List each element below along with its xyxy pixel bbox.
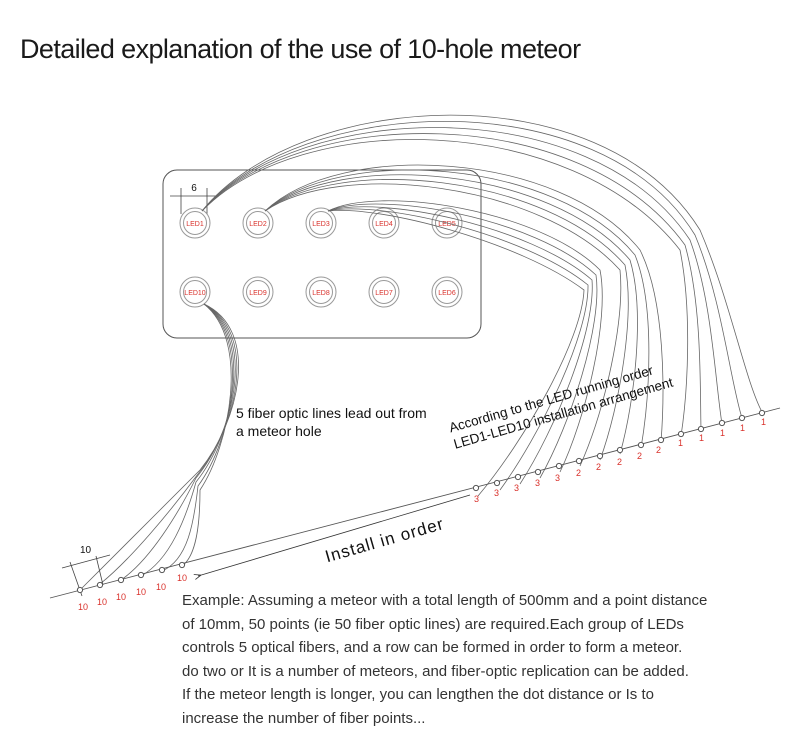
point-label: 3 [494, 488, 499, 498]
strip-points: 10 10 10 10 10 10 3 3 3 3 3 2 2 2 2 2 1 … [76, 409, 766, 612]
led-hole-1: LED1 [179, 207, 211, 239]
point-label: 1 [699, 433, 704, 443]
point-label: 1 [678, 438, 683, 448]
example-line: of 10mm, 50 points (ie 50 fiber optic li… [182, 615, 684, 633]
fiber-note-line: 5 fiber optic lines lead out from [236, 405, 427, 421]
spacing-label: 10 [80, 545, 92, 556]
led-label: LED7 [375, 290, 393, 297]
point-label: 1 [740, 423, 745, 433]
point-label: 2 [617, 457, 622, 467]
led-label: LED8 [312, 290, 330, 297]
point-label: 3 [514, 483, 519, 493]
fiber-note: 5 fiber optic lines lead out from a mete… [236, 404, 427, 440]
point-label: 2 [656, 445, 661, 455]
led-label: LED1 [186, 221, 204, 228]
led-hole-10: LED10 [179, 276, 211, 308]
led-hole-4: LED4 [368, 207, 400, 239]
point-label: 3 [555, 473, 560, 483]
led-hole-6: LED6 [431, 276, 463, 308]
example-line: do two or It is a number of meteors, and… [182, 662, 689, 680]
point-label: 10 [97, 597, 107, 607]
led-top-row: LED1 LED2 LED3 LED4 LED5 [179, 207, 463, 239]
point-label: 10 [156, 582, 166, 592]
point-label: 10 [136, 587, 146, 597]
point-label: 10 [116, 592, 126, 602]
dimension-label: 6 [191, 183, 197, 194]
led-hole-3: LED3 [305, 207, 337, 239]
fiber-note-line: a meteor hole [236, 423, 322, 439]
led-label: LED10 [184, 290, 206, 297]
point-label: 2 [637, 451, 642, 461]
led-hole-9: LED9 [242, 276, 274, 308]
led-label: LED2 [249, 221, 267, 228]
dimension-6: 6 [170, 183, 218, 214]
led-panel [162, 169, 482, 339]
led-bottom-row: LED10 LED9 LED8 LED7 LED6 [179, 276, 463, 308]
led-hole-7: LED7 [368, 276, 400, 308]
point-label: 10 [78, 602, 88, 612]
led-hole-2: LED2 [242, 207, 274, 239]
example-line: If the meteor length is longer, you can … [182, 686, 654, 703]
point-label: 10 [177, 573, 187, 583]
fiber-bundles [79, 114, 763, 591]
led-hole-8: LED8 [305, 276, 337, 308]
led-label: LED6 [438, 290, 456, 297]
example-line: controls 5 optical fibers, and a row can… [182, 639, 683, 656]
led-label: LED4 [375, 221, 393, 228]
example-line: increase the number of fiber points... [182, 709, 426, 727]
point-label: 2 [596, 462, 601, 472]
led-label: LED9 [249, 290, 267, 297]
point-label: 1 [761, 417, 766, 427]
page-title: Detailed explanation of the use of 10-ho… [20, 34, 581, 64]
example-text: Example: Assuming a meteor with a total … [182, 589, 782, 730]
point-label: 2 [576, 468, 581, 478]
led-label: LED5 [438, 221, 456, 228]
point-label: 3 [535, 478, 540, 488]
point-label: 1 [720, 428, 725, 438]
example-line: Example: Assuming a meteor with a total … [182, 592, 708, 609]
led-label: LED3 [312, 221, 330, 228]
point-label: 3 [474, 494, 479, 504]
point-label: 1 [684, 429, 689, 439]
install-arrow [198, 494, 471, 576]
